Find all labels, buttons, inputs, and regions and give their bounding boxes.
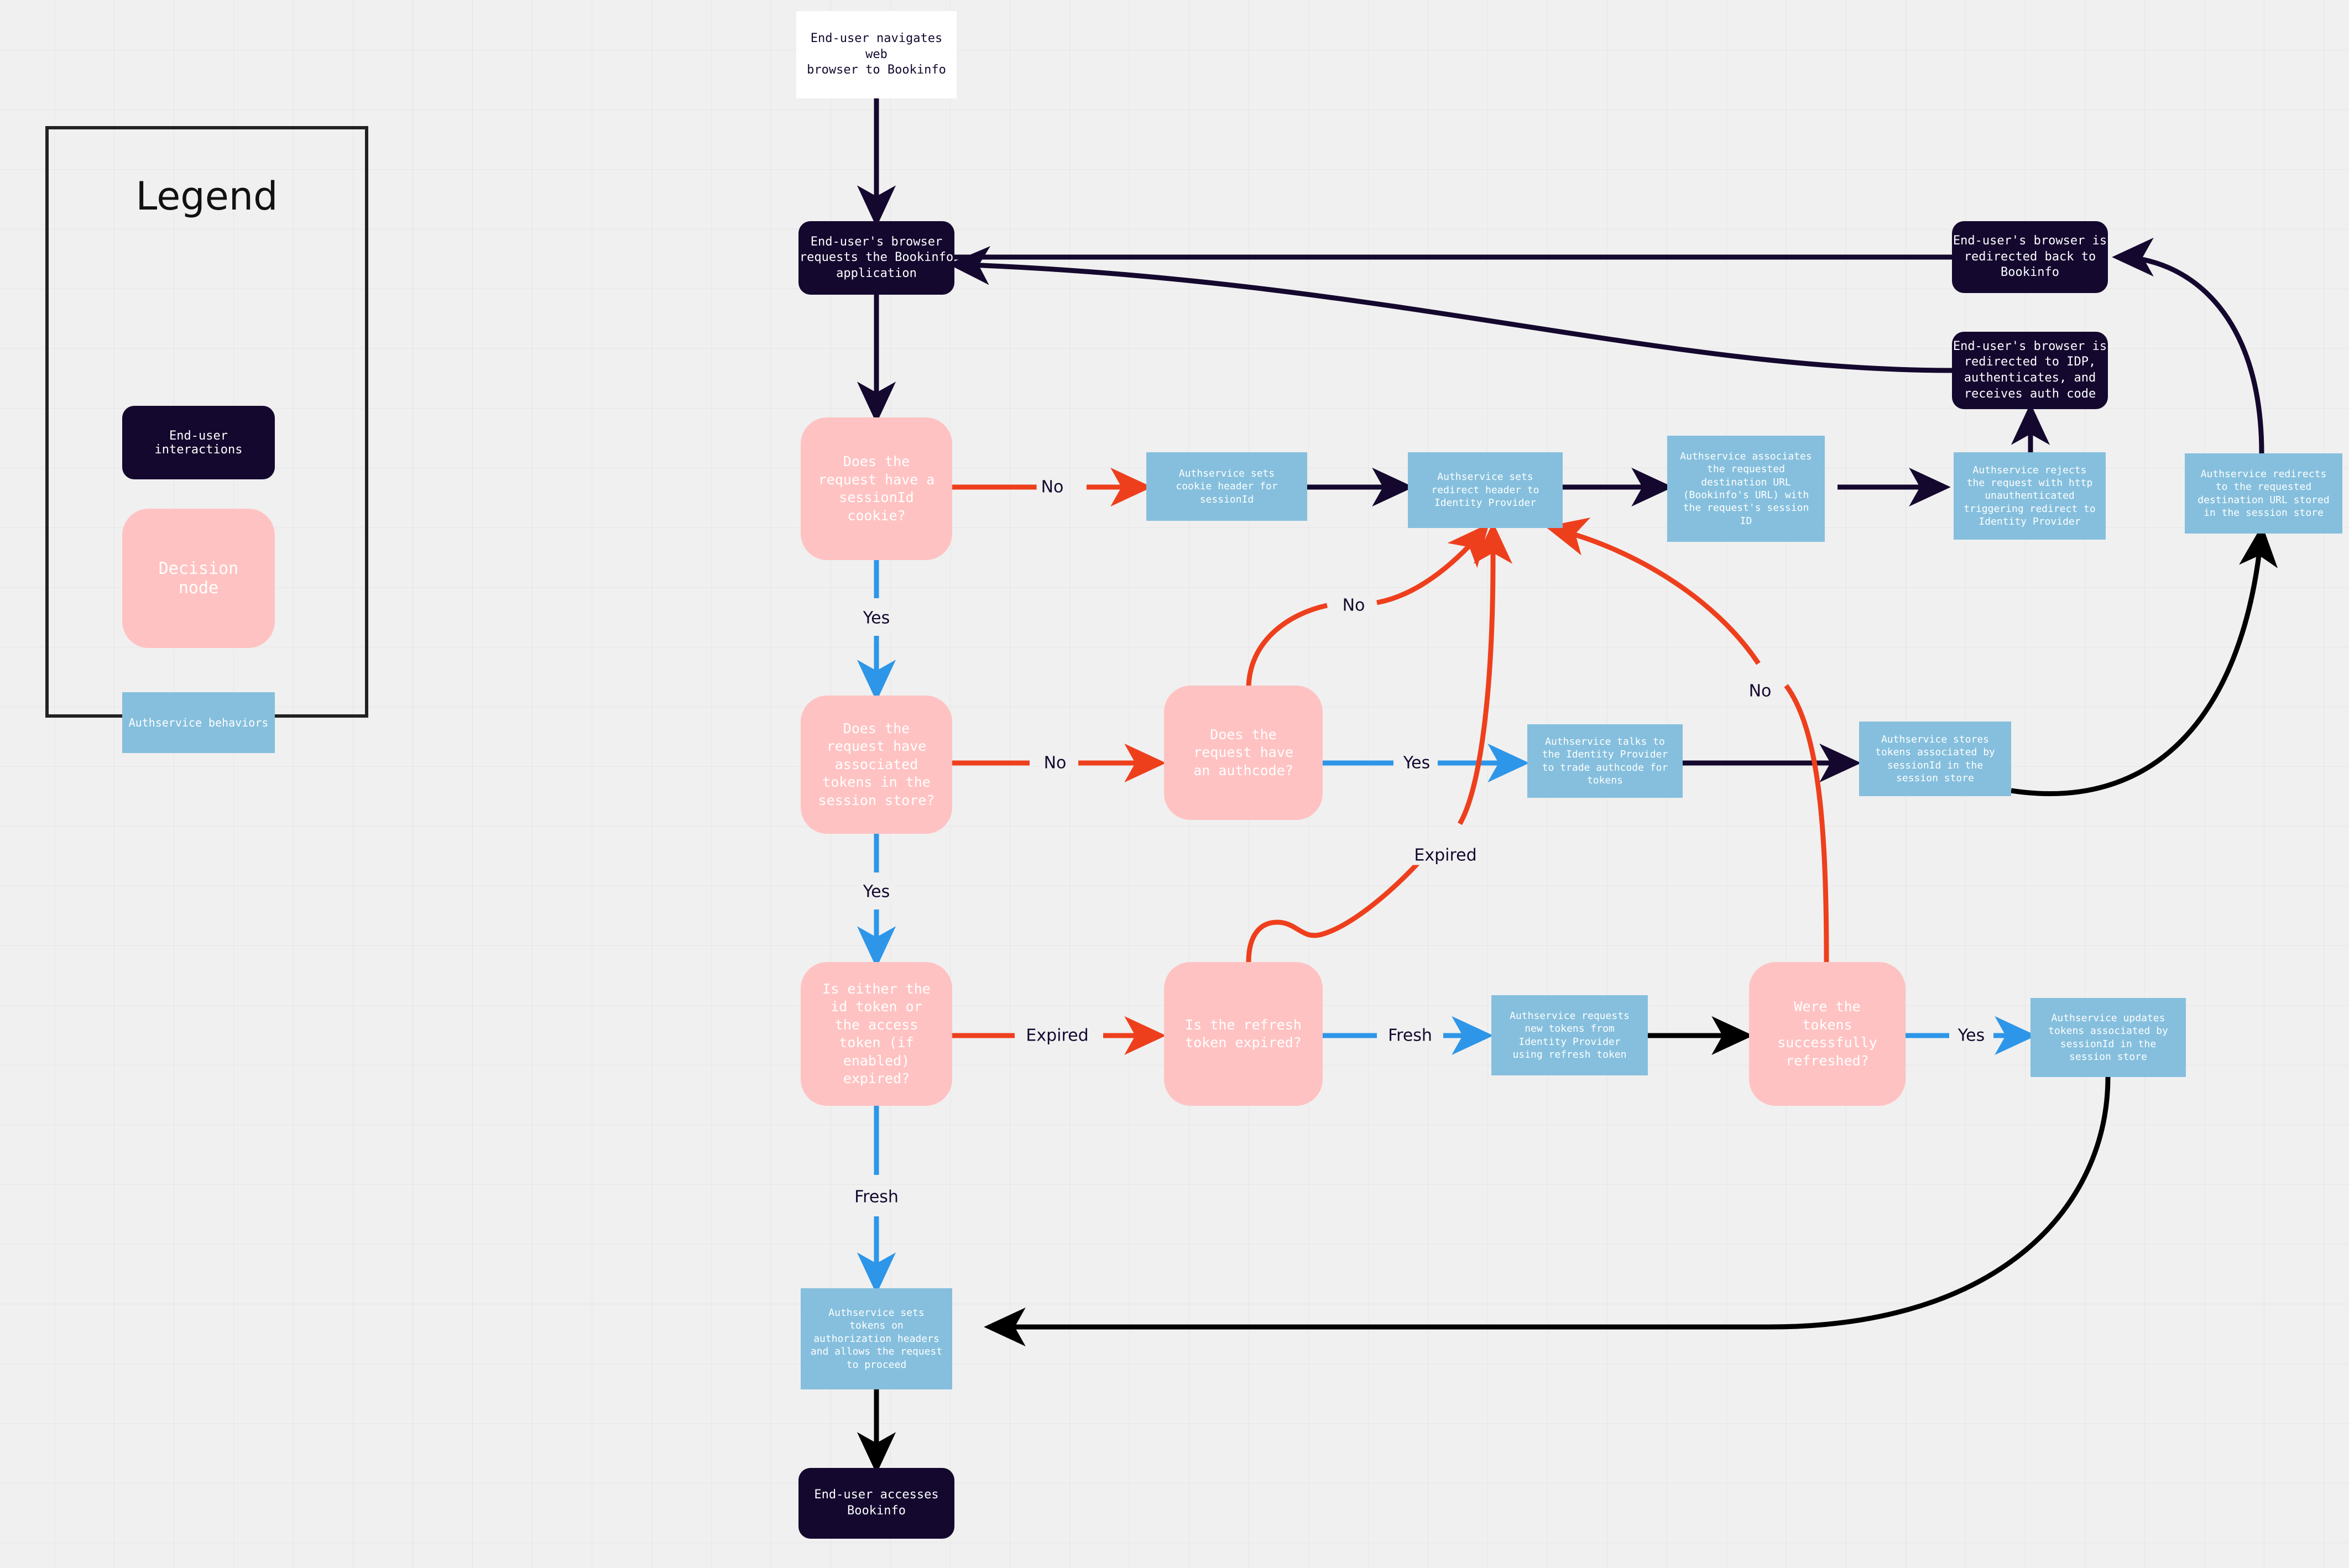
edge-label-refresh-fresh: Fresh bbox=[1384, 1026, 1437, 1046]
legend-item-decision: Decision node bbox=[122, 509, 275, 648]
node-tokens-expired[interactable]: Is either the id token or the access tok… bbox=[801, 962, 952, 1106]
node-accesses-bookinfo[interactable]: End-user accesses Bookinfo bbox=[798, 1468, 954, 1539]
edge-label-cookie-no: No bbox=[1036, 477, 1068, 497]
node-browser-back-to-bookinfo[interactable]: End-user's browser is redirected back to… bbox=[1952, 221, 2108, 293]
node-browser-requests[interactable]: End-user's browser requests the Bookinfo… bbox=[798, 221, 954, 295]
legend-item-behavior: Authservice behaviors bbox=[122, 692, 275, 753]
node-refresh-expired[interactable]: Is the refresh token expired? bbox=[1164, 962, 1323, 1106]
edge-refreshed-no-b bbox=[1545, 518, 1761, 665]
node-trade-authcode[interactable]: Authservice talks to the Identity Provid… bbox=[1527, 724, 1683, 798]
edge-label-expired: Expired bbox=[1021, 1026, 1093, 1046]
edge-authcode-no-a bbox=[1246, 603, 1328, 689]
edge-refresh-expired-b bbox=[1458, 522, 1513, 825]
node-has-associated-tokens[interactable]: Does the request have associated tokens … bbox=[801, 696, 952, 834]
legend-item-enduser: End-user interactions bbox=[122, 406, 275, 479]
legend-title: Legend bbox=[135, 174, 278, 219]
node-store-tokens[interactable]: Authservice stores tokens associated by … bbox=[1859, 722, 2011, 796]
node-set-cookie-header[interactable]: Authservice sets cookie header for sessi… bbox=[1146, 452, 1307, 521]
edge-label-tokens-yes: Yes bbox=[858, 882, 895, 902]
node-reject-unauthenticated[interactable]: Authservice rejects the request with htt… bbox=[1954, 452, 2106, 540]
node-set-redirect-header[interactable]: Authservice sets redirect header to Iden… bbox=[1408, 452, 1563, 528]
node-request-new-tokens[interactable]: Authservice requests new tokens from Ide… bbox=[1491, 995, 1648, 1075]
node-associate-destination[interactable]: Authservice associates the requested des… bbox=[1667, 436, 1825, 542]
edge-label-fresh-vertical: Fresh bbox=[850, 1187, 903, 1207]
edge-refresh-expired-a bbox=[1246, 858, 1423, 963]
edge-label-refreshed-no: No bbox=[1744, 681, 1776, 701]
node-has-authcode[interactable]: Does the request have an authcode? bbox=[1164, 686, 1323, 820]
legend-panel: Legend End-user interactions Decision no… bbox=[45, 126, 368, 753]
edge-store-to-redirect-destination bbox=[2011, 525, 2278, 796]
edge-redirect-destination-to-browser-back bbox=[2112, 237, 2264, 454]
node-browser-to-idp[interactable]: End-user's browser is redirected to IDP,… bbox=[1952, 332, 2108, 409]
edge-label-tokens-no: No bbox=[1039, 753, 1071, 773]
edge-label-authcode-yes: Yes bbox=[1398, 753, 1435, 773]
edge-authcode-no-b bbox=[1376, 523, 1489, 605]
node-navigate[interactable]: End-user navigates web browser to Bookin… bbox=[796, 11, 957, 98]
node-redirect-to-destination[interactable]: Authservice redirects to the requested d… bbox=[2185, 453, 2342, 534]
edge-label-refreshed-yes: Yes bbox=[1953, 1026, 1990, 1046]
edge-label-refresh-expired: Expired bbox=[1410, 845, 1481, 865]
node-has-session-cookie[interactable]: Does the request have a sessionId cookie… bbox=[801, 417, 952, 560]
edge-refreshed-no-a bbox=[1784, 684, 1829, 963]
edge-label-authcode-no: No bbox=[1338, 595, 1370, 615]
node-refreshed-ok[interactable]: Were the tokens successfully refreshed? bbox=[1749, 962, 1906, 1106]
edge-update-tokens-to-auth-headers bbox=[984, 1076, 2111, 1347]
node-update-tokens[interactable]: Authservice updates tokens associated by… bbox=[2030, 998, 2186, 1077]
edge-browser-idp-back-to-request bbox=[948, 246, 1953, 373]
edge-label-cookie-yes: Yes bbox=[858, 608, 895, 628]
node-set-auth-headers[interactable]: Authservice sets tokens on authorization… bbox=[801, 1288, 952, 1389]
